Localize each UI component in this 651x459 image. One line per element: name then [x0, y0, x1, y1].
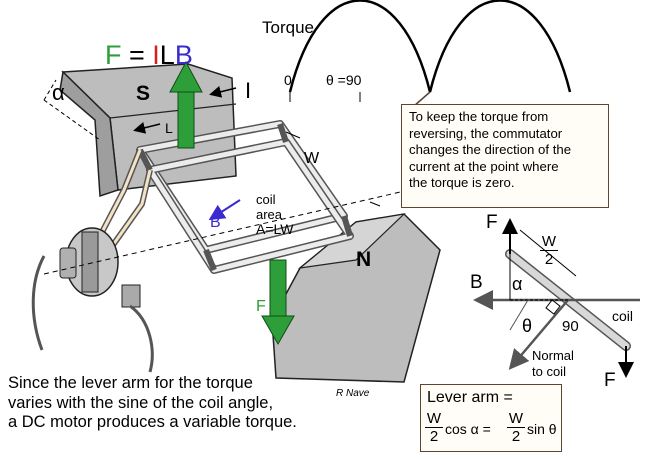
north-label: N: [356, 248, 372, 271]
formula-L: L: [159, 40, 175, 70]
theta-ref-line: [509, 299, 529, 331]
force-arrow-down: [261, 259, 295, 346]
half-width-bar: [540, 250, 558, 251]
alpha-angle-top: [43, 79, 101, 141]
half-width-den: 2: [544, 251, 554, 268]
coil-area-label: coil area A=LW: [256, 192, 293, 237]
current-label-top: I: [245, 78, 252, 103]
formula-B: B: [174, 40, 193, 70]
lever-arm-diagram: [473, 218, 640, 378]
armature-coil: [97, 120, 354, 274]
lever-frac-2-bar: [507, 427, 525, 428]
force-arrow-up: [169, 60, 203, 149]
torque-title: Torque: [262, 18, 314, 37]
lever-frac-1-num: W: [426, 410, 442, 427]
lever-formula-end: sin θ: [527, 421, 557, 437]
lever-frac-2-den: 2: [511, 428, 521, 445]
normal-line-1: Normal: [532, 348, 574, 363]
north-pole-magnet: [271, 213, 441, 383]
half-width-num: W: [541, 233, 557, 250]
commutator-callout: To keep the torque from reversing, the c…: [401, 104, 609, 208]
torque-graph: [288, 0, 572, 107]
coil-area-line2: area: [256, 207, 283, 222]
right-angle-box: [545, 299, 561, 315]
lever-frac-1: W 2: [425, 411, 443, 444]
callout-line-3: changes the direction of the: [409, 142, 572, 157]
normal-line-2: to coil: [532, 364, 566, 379]
lever-B-label: B: [470, 272, 483, 293]
torque-x0-label: 0: [284, 72, 292, 88]
lever-formula-title: Lever arm =: [427, 389, 513, 406]
south-label: S: [136, 82, 151, 105]
caption-line-1: Since the lever arm for the torque: [8, 374, 253, 392]
force-F-bottom-label: F: [256, 298, 266, 315]
width-marker-left: [285, 131, 301, 139]
caption-line-3: a DC motor produces a variable torque.: [8, 413, 297, 431]
normal-arrow: [508, 299, 569, 370]
caption-line-2: varies with the sine of the coil angle,: [8, 393, 274, 412]
coil-area-line3: A=LW: [256, 221, 294, 237]
width-label: W: [304, 150, 320, 167]
callout-line-1: To keep the torque from: [409, 109, 549, 124]
rotation-axis: [43, 175, 471, 275]
lever-F-top: F: [486, 212, 498, 233]
callout-line-4: current at the point where: [409, 158, 559, 174]
torque-x90-label: θ =90: [326, 72, 362, 88]
callout-pointer: [413, 91, 431, 107]
coil-area-line1: coil: [256, 192, 276, 207]
current-arrow-top: [209, 85, 237, 98]
lever-90-label: 90: [562, 318, 579, 335]
caption: Since the lever arm for the torque varie…: [8, 374, 297, 433]
current-arrow-L: [133, 121, 161, 134]
force-formula: F = ILB: [105, 40, 193, 70]
lever-frac-1-den: 2: [429, 428, 439, 445]
callout-line-5: the torque is zero.: [409, 175, 515, 190]
lever-coil-label: coil: [612, 308, 634, 324]
formula-eq: =: [121, 40, 153, 70]
lever-normal-label: Normal to coil: [532, 348, 574, 380]
lever-F-bottom: F: [604, 370, 616, 391]
formula-I: I: [152, 40, 160, 70]
credit-label: R Nave: [336, 388, 370, 399]
half-width-label: W 2: [540, 234, 558, 267]
formula-F: F: [105, 40, 122, 70]
lever-frac-1-bar: [425, 427, 443, 428]
width-marker-right: [369, 201, 381, 207]
lever-frac-2: W 2: [507, 411, 525, 444]
field-B-label: B: [210, 214, 221, 231]
alpha-label-top: α: [52, 80, 65, 105]
lever-alpha-label: α: [512, 274, 523, 294]
half-width-dimension: [519, 229, 577, 277]
field-arrow-B: [208, 199, 241, 221]
lever-formula-mid: cos α =: [445, 421, 491, 437]
length-label: L: [165, 120, 173, 136]
lever-theta-label: θ: [522, 316, 533, 336]
lever-arm-formula-box: Lever arm = W 2 cos α = W 2 sin θ: [420, 384, 562, 452]
callout-line-2: reversing, the commutator: [409, 125, 563, 141]
lever-frac-2-num: W: [508, 410, 524, 427]
commutator: [31, 227, 154, 373]
